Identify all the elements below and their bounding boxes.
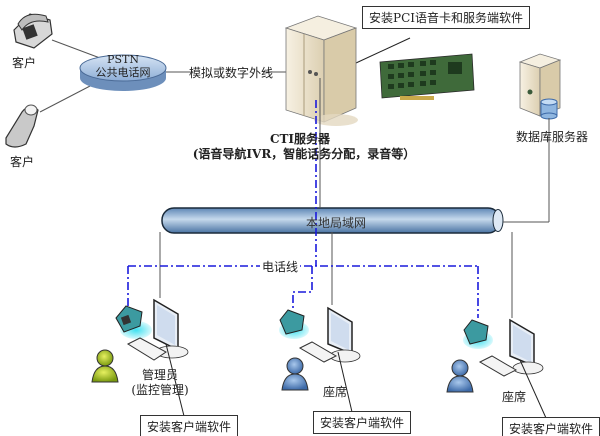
customer1-link — [51, 39, 101, 59]
database-server-icon — [518, 53, 562, 120]
pci-callout: 安装PCI语音卡和服务端软件 — [362, 6, 530, 29]
workstation-3 — [446, 318, 544, 393]
pstn-label-line2: 公共电话网 — [95, 66, 151, 79]
ws3-role: 座席 — [502, 390, 527, 404]
cti-server-title: CTI服务器 — [269, 132, 331, 146]
ws2-callout-leader — [337, 351, 353, 413]
pci-callout-leader — [355, 37, 411, 64]
pstn-label-line1: PSTN — [107, 53, 139, 66]
customer-label-1: 客户 — [12, 56, 37, 70]
cti-server-icon — [284, 15, 358, 126]
lan-label: 本地局域网 — [306, 216, 367, 230]
customer-label-2: 客户 — [10, 155, 35, 169]
customer2-link — [39, 84, 93, 113]
phone-line-label: 电话线 — [260, 258, 301, 275]
ws1-role-line2: (监控管理) — [131, 383, 189, 397]
pstn-cloud-icon — [79, 54, 167, 91]
cti-server-subtitle: (语音导航IVR，智能话务分配，录音等） — [192, 147, 416, 161]
ws2-role: 座席 — [323, 385, 348, 399]
phone-line-network — [127, 100, 479, 318]
pci-voice-card-icon — [379, 53, 475, 100]
ws3-callout-leader — [519, 359, 547, 419]
desk-phone-icon — [13, 13, 53, 49]
lan-tube-icon — [161, 207, 504, 234]
ws1-callout: 安装客户端软件 — [140, 415, 239, 436]
ws1-callout-leader — [165, 343, 185, 417]
pstn-label: PSTN 公共电话网 — [96, 53, 151, 79]
trunk-label: 模拟或数字外线 — [189, 66, 274, 80]
ws1-role-line1: 管理员 — [141, 368, 178, 382]
db-server-label: 数据库服务器 — [516, 130, 589, 144]
ws2-callout: 安装客户端软件 — [313, 411, 412, 434]
ws3-callout: 安装客户端软件 — [502, 417, 600, 436]
mobile-phone-icon — [5, 104, 39, 148]
workstation-2 — [279, 306, 361, 391]
ws1-role: 管理员 (监控管理) — [131, 368, 188, 398]
workstation-1 — [91, 298, 189, 383]
